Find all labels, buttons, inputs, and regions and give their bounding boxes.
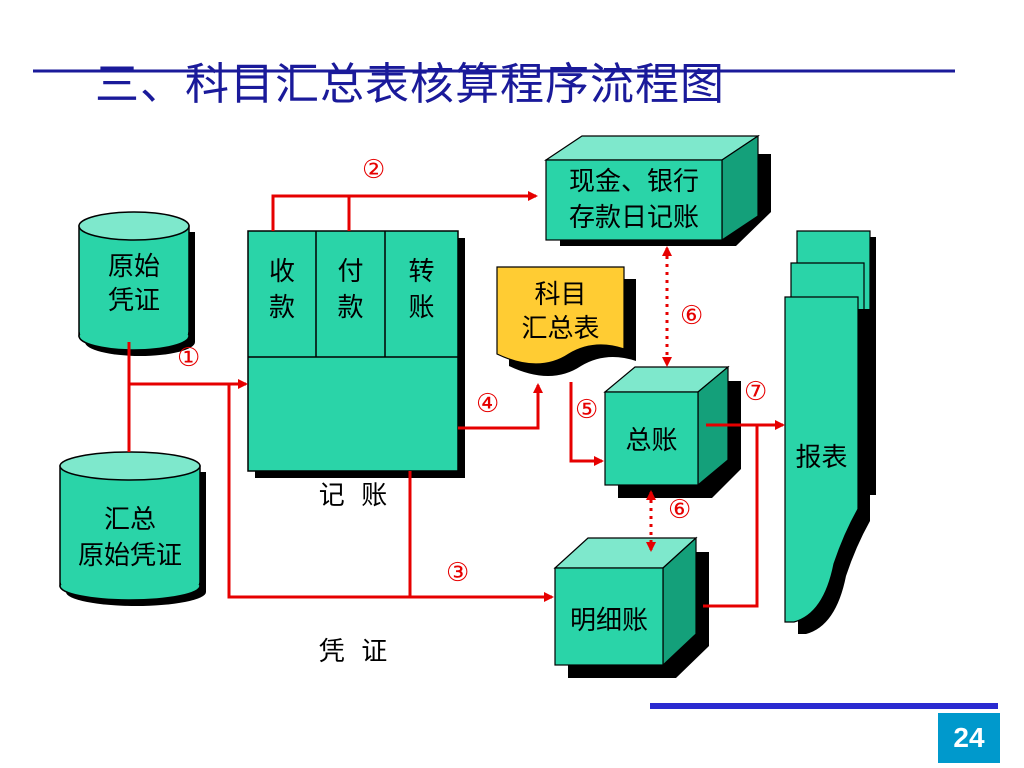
step-6b-label: ⑥ [668, 495, 692, 525]
slide-title: 三、科目汇总表核算程序流程图 [95, 59, 725, 110]
subsidiary-ledger-box [553, 536, 709, 678]
step-2-label: ② [362, 155, 386, 185]
payment-voucher-label: 付 款 [316, 254, 385, 326]
summary-voucher-label: 汇总 原始凭证 [60, 502, 200, 574]
account-summary-document [496, 266, 636, 376]
general-ledger-box [603, 365, 741, 498]
account-summary-line2: 汇总表 [521, 314, 600, 344]
step-1-label: ① [177, 343, 201, 373]
general-ledger-label: 总账 [625, 426, 678, 456]
reconcile-arrows [646, 246, 672, 552]
summary-voucher-line1: 汇总 [103, 505, 156, 535]
reports-label: 报表 [795, 443, 848, 473]
payment-line2: 款 [337, 293, 364, 323]
transfer-voucher-label: 转 账 [385, 254, 458, 326]
cash-bank-line1: 现金、银行 [568, 167, 699, 197]
summary-voucher-cylinder [59, 451, 206, 606]
step-7-label: ⑦ [744, 377, 768, 407]
original-voucher-label: 原始 凭证 [79, 250, 189, 318]
step-3-label: ③ [446, 558, 470, 588]
cash-bank-journal-label: 现金、银行 存款日记账 [546, 164, 722, 236]
receipt-line1: 收 [268, 257, 295, 287]
bookkeeping-voucher-block [247, 230, 465, 478]
original-voucher-line2: 凭证 [107, 286, 160, 316]
subsidiary-ledger-label: 明细账 [569, 606, 648, 636]
receipt-line2: 款 [268, 293, 295, 323]
step-6a-label: ⑥ [680, 301, 704, 331]
original-voucher-line1: 原始 [107, 252, 160, 282]
transfer-line2: 账 [408, 293, 435, 323]
step-4-label: ④ [476, 389, 500, 419]
original-voucher-cylinder [78, 211, 195, 356]
account-summary-line1: 科目 [534, 280, 587, 310]
step-5-label: ⑤ [575, 395, 599, 425]
summary-voucher-line2: 原始凭证 [77, 541, 182, 571]
flow-arrows [127, 191, 785, 608]
bookkeeping-voucher-label: 记 账 凭 证 [248, 366, 458, 730]
page-number-badge: 24 [938, 713, 1000, 763]
cash-bank-journal-box [544, 134, 771, 246]
cash-bank-line2: 存款日记账 [568, 203, 699, 233]
bookkeeping-line1: 记 账 [318, 481, 388, 511]
receipt-voucher-label: 收 款 [248, 254, 316, 326]
payment-line1: 付 [337, 257, 364, 287]
bookkeeping-line2: 凭 证 [318, 637, 388, 667]
account-summary-label: 科目 汇总表 [497, 278, 624, 346]
reports-stack [784, 230, 876, 634]
transfer-line1: 转 [408, 257, 435, 287]
